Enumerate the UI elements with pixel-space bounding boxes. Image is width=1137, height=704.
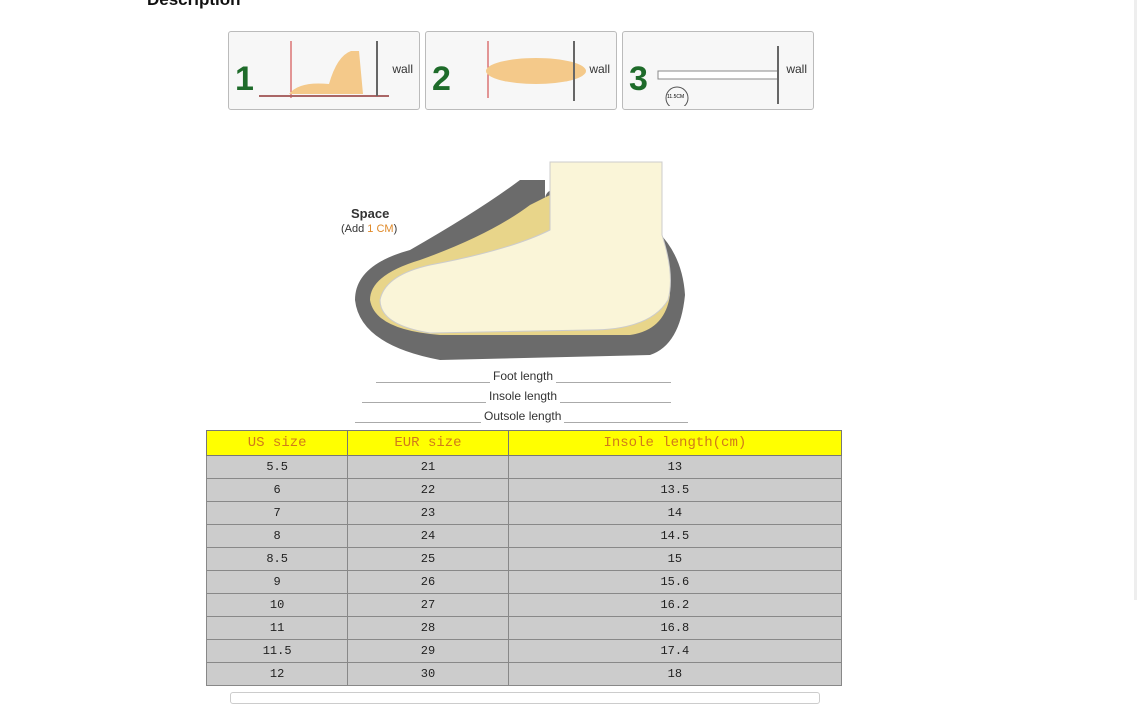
table-cell: 6 [205,478,349,502]
step-number: 2 [432,60,451,98]
step-number: 1 [235,60,254,98]
shoe-foot-diagram [355,161,685,360]
table-cell: 5.5 [205,455,349,479]
wall-label: wall [786,62,807,76]
table-cell: 9 [205,570,349,594]
outsole-length-label: Outsole length [481,409,565,423]
table-cell: 26 [347,570,509,594]
table-cell: 12 [205,662,349,686]
add-suffix: ) [393,223,398,235]
table-cell: 25 [347,547,509,571]
measure-step-1: 1 wall [228,31,420,110]
table-cell: 16.8 [507,616,843,640]
table-cell: 22 [347,478,509,502]
table-cell: 15.6 [507,570,843,594]
add-prefix: (Add [341,223,368,235]
table-cell: 23 [347,501,509,525]
header-insole-length: Insole length(cm) [507,430,843,456]
table-cell: 21 [347,455,509,479]
wall-label: wall [392,62,413,76]
measure-value: 11.5CM [667,94,685,100]
foot-top-icon [486,41,586,101]
step-number: 3 [629,60,648,98]
table-cell: 18 [507,662,843,686]
table-cell: 10 [205,593,349,617]
section-title: Description [147,0,241,10]
wall-label: wall [589,62,610,76]
ruler-icon [657,46,779,106]
foot-length-label: Foot length [490,369,557,383]
add-value: 1 CM [367,223,394,235]
measure-step-2: 2 wall [425,31,617,110]
table-cell: 27 [347,593,509,617]
table-cell: 28 [347,616,509,640]
next-image-frame [230,692,820,704]
table-cell: 11.5 [205,639,349,663]
space-label: Space [348,206,393,221]
table-cell: 13.5 [507,478,843,502]
table-cell: 29 [347,639,509,663]
foot-side-icon [259,41,389,98]
table-cell: 16.2 [507,593,843,617]
table-cell: 14.5 [507,524,843,548]
table-cell: 8 [205,524,349,548]
table-cell: 11 [205,616,349,640]
scrollbar[interactable] [1134,0,1137,600]
header-us-size: US size [205,430,349,456]
insole-length-label: Insole length [486,389,561,403]
table-cell: 8.5 [205,547,349,571]
table-cell: 24 [347,524,509,548]
table-cell: 17.4 [507,639,843,663]
table-cell: 13 [507,455,843,479]
measure-step-3: 3 wall 11.5CM [622,31,814,110]
chevron-up-icon[interactable]: ⌃ [1062,0,1074,7]
header-eur-size: EUR size [347,430,509,456]
table-cell: 15 [507,547,843,571]
table-cell: 7 [205,501,349,525]
add-space-note: (Add 1 CM) [338,223,401,235]
table-cell: 14 [507,501,843,525]
table-cell: 30 [347,662,509,686]
